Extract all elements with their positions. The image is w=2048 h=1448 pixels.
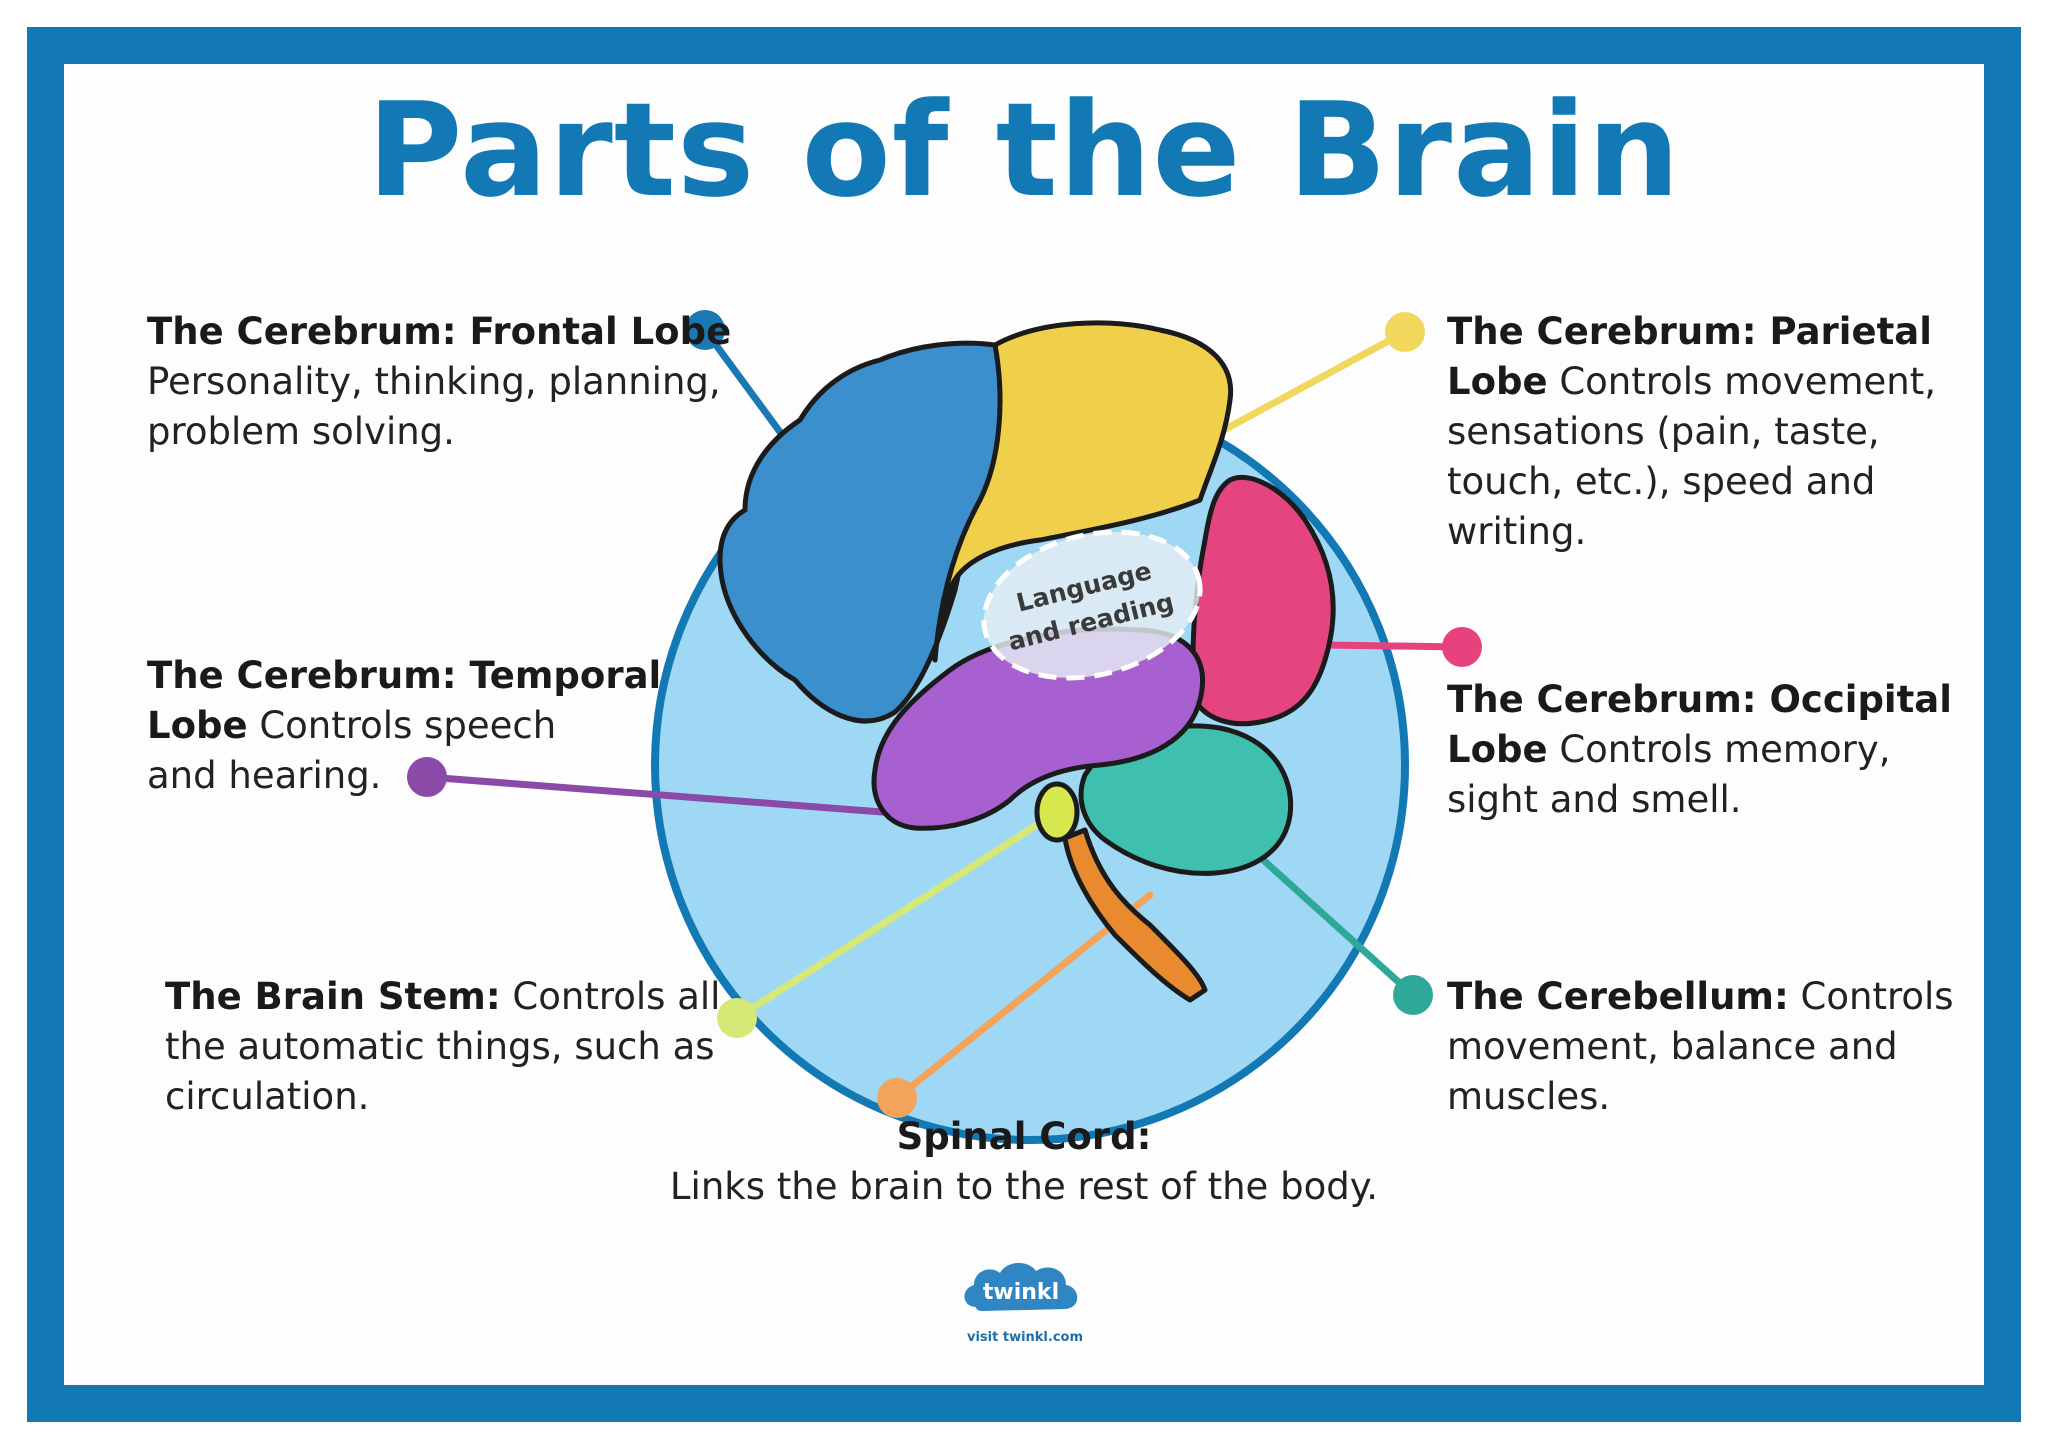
- brainstem-dot: [717, 998, 757, 1038]
- parietal-lobe-desc-1: Controls movement,: [1547, 360, 1936, 403]
- cerebellum-label: The Cerebellum: Controls movement, balan…: [1447, 972, 1967, 1122]
- connector-dots: [407, 310, 1482, 1118]
- brainstem-connector: [733, 806, 1064, 1022]
- spinal-cord-title: Spinal Cord:: [896, 1115, 1152, 1158]
- parietal-lobe-desc-4: writing.: [1447, 510, 1587, 553]
- parietal-lobe-label: The Cerebrum: Parietal Lobe Controls mov…: [1447, 307, 1967, 557]
- spinal-dot: [877, 1078, 917, 1118]
- parietal-lobe-desc-2: sensations (pain, taste,: [1447, 410, 1880, 453]
- parietal-dot: [1385, 312, 1425, 352]
- brain-stem-title: The Brain Stem:: [165, 975, 501, 1018]
- temporal-lobe-title-2: Lobe: [147, 704, 248, 747]
- brainstem-shape: [1034, 781, 1080, 843]
- parietal-lobe-desc-3: touch, etc.), speed and: [1447, 460, 1876, 503]
- spinal-cord-label: Spinal Cord: Links the brain to the rest…: [624, 1112, 1424, 1212]
- occipital-connector: [1321, 641, 1466, 651]
- spinal-cord-desc: Links the brain to the rest of the body.: [669, 1165, 1379, 1208]
- cerebellum-desc-3: muscles.: [1447, 1075, 1611, 1118]
- logo-text: twinkl: [983, 1280, 1059, 1305]
- frontal-lobe-desc-2: problem solving.: [147, 410, 455, 453]
- parietal-lobe-shape: [932, 320, 1234, 663]
- temporal-connector: [423, 773, 899, 817]
- brain-stem-desc-3: circulation.: [165, 1075, 370, 1118]
- frontal-dot: [685, 310, 725, 350]
- page-title: Parts of the Brain: [367, 74, 1681, 226]
- logo-url: visit twinkl.com: [966, 1330, 1084, 1345]
- temporal-lobe-desc-2: and hearing.: [147, 754, 382, 797]
- temporal-lobe-title-1: The Cerebrum: Temporal: [147, 654, 662, 697]
- frontal-lobe-title: The Cerebrum: Frontal Lobe: [147, 310, 732, 353]
- frontal-lobe-label: The Cerebrum: Frontal Lobe Personality, …: [147, 307, 747, 457]
- temporal-lobe-desc-1: Controls speech: [247, 704, 557, 747]
- occipital-lobe-desc-1: Controls memory,: [1547, 728, 1891, 771]
- twinkl-logo: twinkl: [964, 1262, 1078, 1311]
- spinal-cord-shape: [1062, 827, 1208, 1003]
- brain-stem-desc-1: Controls all: [500, 975, 721, 1018]
- language-area-highlight: [981, 529, 1203, 681]
- occipital-dot: [1442, 627, 1482, 667]
- brain-stem-label: The Brain Stem: Controls all the automat…: [165, 972, 765, 1122]
- parietal-lobe-title-1: The Cerebrum: Parietal: [1447, 310, 1932, 353]
- brain-stem-desc-2: the automatic things, such as: [165, 1025, 715, 1068]
- cerebellum-dot: [1393, 975, 1433, 1015]
- occipital-lobe-label: The Cerebrum: Occipital Lobe Controls me…: [1447, 675, 1967, 825]
- cerebellum-desc-2: movement, balance and: [1447, 1025, 1898, 1068]
- occipital-lobe-title-2: Lobe: [1447, 728, 1548, 771]
- cerebellum-desc-1: Controls: [1788, 975, 1954, 1018]
- logo-cloud-icon: [964, 1262, 1078, 1311]
- temporal-lobe-label: The Cerebrum: Temporal Lobe Controls spe…: [147, 651, 667, 801]
- parietal-lobe-title-2: Lobe: [1447, 360, 1548, 403]
- occipital-lobe-title-1: The Cerebrum: Occipital: [1447, 678, 1952, 721]
- frontal-lobe-desc-1: Personality, thinking, planning,: [147, 360, 721, 403]
- brain-illustration: [717, 320, 1336, 1003]
- cerebellum-title: The Cerebellum:: [1447, 975, 1789, 1018]
- temporal-dot: [407, 757, 447, 797]
- occipital-lobe-shape: [1190, 474, 1336, 727]
- occipital-lobe-desc-2: sight and smell.: [1447, 778, 1742, 821]
